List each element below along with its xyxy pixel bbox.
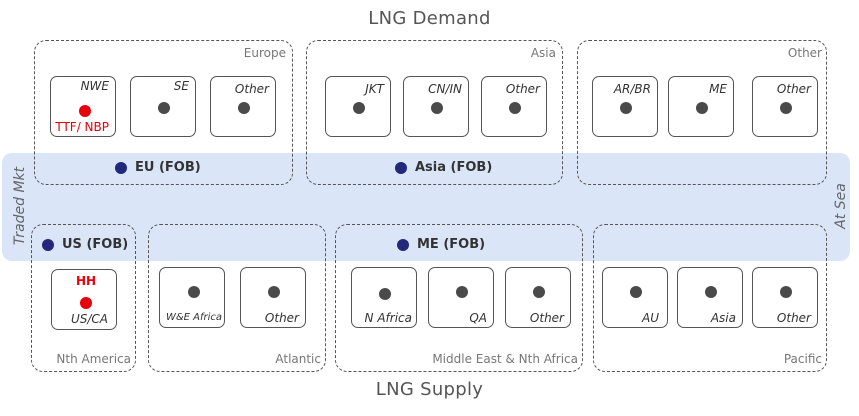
node-ar-br: AR/BR xyxy=(592,76,658,137)
price-hub-dot-icon xyxy=(80,297,92,309)
node-label-se: SE xyxy=(173,79,189,93)
region-nth-america: Nth America xyxy=(31,224,136,372)
node-se: SE xyxy=(130,76,196,137)
node-label-me: ME xyxy=(709,82,727,96)
node-dot-icon xyxy=(705,286,717,298)
node-label-atlantic-other: Other xyxy=(264,311,299,325)
node-dot-icon xyxy=(431,102,443,114)
hub-label-ttf-nbp: TTF/ NBP xyxy=(55,120,109,134)
node-nwe: NWE TTF/ NBP xyxy=(50,76,116,137)
node-dot-icon xyxy=(780,102,792,114)
fob-label-me: ME (FOB) xyxy=(417,237,486,252)
node-label-nwe: NWE xyxy=(80,79,109,93)
node-label-jkt: JKT xyxy=(365,82,384,96)
fob-label-eu: EU (FOB) xyxy=(135,160,201,175)
node-europe-other: Other xyxy=(210,76,276,137)
fob-dot-icon xyxy=(395,161,407,174)
node-me-other: Other xyxy=(505,267,571,328)
fob-dot-icon xyxy=(42,238,54,251)
region-europe: Europe xyxy=(34,40,293,185)
node-label-demand-other: Other xyxy=(776,82,811,96)
node-dot-icon xyxy=(509,102,521,114)
node-pacific-other: Other xyxy=(752,267,818,328)
node-asia-other: Other xyxy=(481,76,547,137)
region-label-europe: Europe xyxy=(243,46,286,60)
node-label-asia-other: Other xyxy=(505,82,540,96)
node-label-au: AU xyxy=(642,311,659,325)
node-n-africa: N Africa xyxy=(351,267,417,328)
node-dot-icon xyxy=(630,286,642,298)
node-dot-icon xyxy=(780,286,792,298)
fob-us: US (FOB) xyxy=(42,237,128,252)
region-asia: Asia xyxy=(306,40,563,185)
fob-dot-icon xyxy=(115,161,127,174)
node-label-qa: QA xyxy=(469,311,487,325)
node-label-we-africa: W&E Africa xyxy=(165,312,222,323)
node-label-me-other: Other xyxy=(529,311,564,325)
fob-label-us: US (FOB) xyxy=(62,237,129,252)
fob-me: ME (FOB) xyxy=(397,237,485,252)
node-label-cn-in: CN/IN xyxy=(428,82,462,96)
node-dot-icon xyxy=(188,286,200,298)
fob-eu: EU (FOB) xyxy=(115,160,201,175)
region-middle-east-nth-africa: Middle East & Nth Africa xyxy=(335,224,583,372)
region-label-atlantic: Atlantic xyxy=(275,352,321,366)
node-label-n-africa: N Africa xyxy=(364,311,412,325)
fob-asia: Asia (FOB) xyxy=(395,160,492,175)
region-pacific: Pacific xyxy=(593,224,827,372)
region-label-other: Other xyxy=(787,46,822,60)
node-dot-icon xyxy=(238,102,250,114)
region-label-nth-america: Nth America xyxy=(56,352,131,366)
node-dot-icon xyxy=(620,102,632,114)
node-demand-other: Other xyxy=(752,76,818,137)
node-dot-icon xyxy=(268,286,280,298)
supply-title: LNG Supply xyxy=(375,379,484,400)
node-jkt: JKT xyxy=(325,76,391,137)
demand-title: LNG Demand xyxy=(368,8,491,29)
node-cn-in: CN/IN xyxy=(403,76,469,137)
node-me: ME xyxy=(668,76,734,137)
hub-label-hh: HH xyxy=(76,274,97,288)
traded-market-band xyxy=(2,153,850,261)
region-other: Other xyxy=(577,40,827,185)
node-we-africa: W&E Africa xyxy=(159,267,225,328)
node-label-pacific-asia: Asia xyxy=(710,311,736,325)
node-dot-icon xyxy=(158,102,170,114)
node-label-europe-other: Other xyxy=(234,82,269,96)
node-pacific-asia: Asia xyxy=(677,267,743,328)
node-atlantic-other: Other xyxy=(240,267,306,328)
node-dot-icon xyxy=(353,102,365,114)
traded-mkt-label: Traded Mkt xyxy=(12,166,29,246)
node-dot-icon xyxy=(533,286,545,298)
region-atlantic: Atlantic xyxy=(148,224,326,372)
region-label-pacific: Pacific xyxy=(783,352,822,366)
node-label-us-ca: US/CA xyxy=(70,312,108,326)
node-dot-icon xyxy=(456,286,468,298)
node-label-pacific-other: Other xyxy=(776,311,811,325)
node-qa: QA xyxy=(428,267,494,328)
node-label-ar-br: AR/BR xyxy=(613,82,651,96)
at-sea-label: At Sea xyxy=(832,183,849,229)
node-dot-icon xyxy=(379,288,391,300)
node-au: AU xyxy=(602,267,668,328)
fob-dot-icon xyxy=(397,238,409,251)
node-us-ca: HH US/CA xyxy=(51,269,117,330)
region-label-asia: Asia xyxy=(530,46,556,60)
node-dot-icon xyxy=(696,102,708,114)
fob-label-asia: Asia (FOB) xyxy=(415,160,493,175)
price-hub-dot-icon xyxy=(79,105,91,117)
region-label-middle-east-nth-africa: Middle East & Nth Africa xyxy=(432,352,578,366)
